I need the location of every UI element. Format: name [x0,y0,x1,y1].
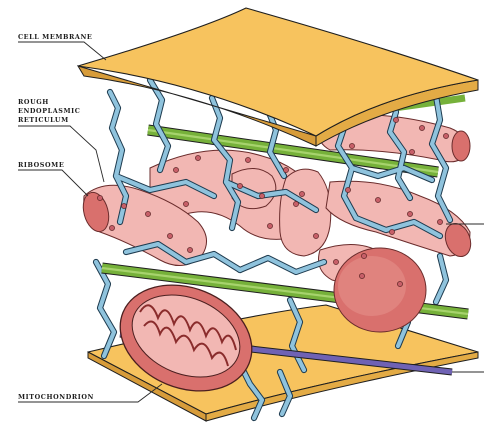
rough-er [79,115,475,284]
label-rough-er-line3: RETICULUM [18,116,69,124]
label-rough-er-line2: ENDOPLASMIC [18,107,80,115]
label-mitochondrion: MITOCHONDRION [18,393,94,401]
label-ribosome: RIBOSOME [18,161,64,169]
label-cell-membrane: CELL MEMBRANE [18,33,92,41]
er-vesicle [334,248,426,332]
labels: CELL MEMBRANE ROUGH ENDOPLASMIC RETICULU… [18,33,94,401]
label-rough-er-line1: ROUGH [18,98,49,106]
